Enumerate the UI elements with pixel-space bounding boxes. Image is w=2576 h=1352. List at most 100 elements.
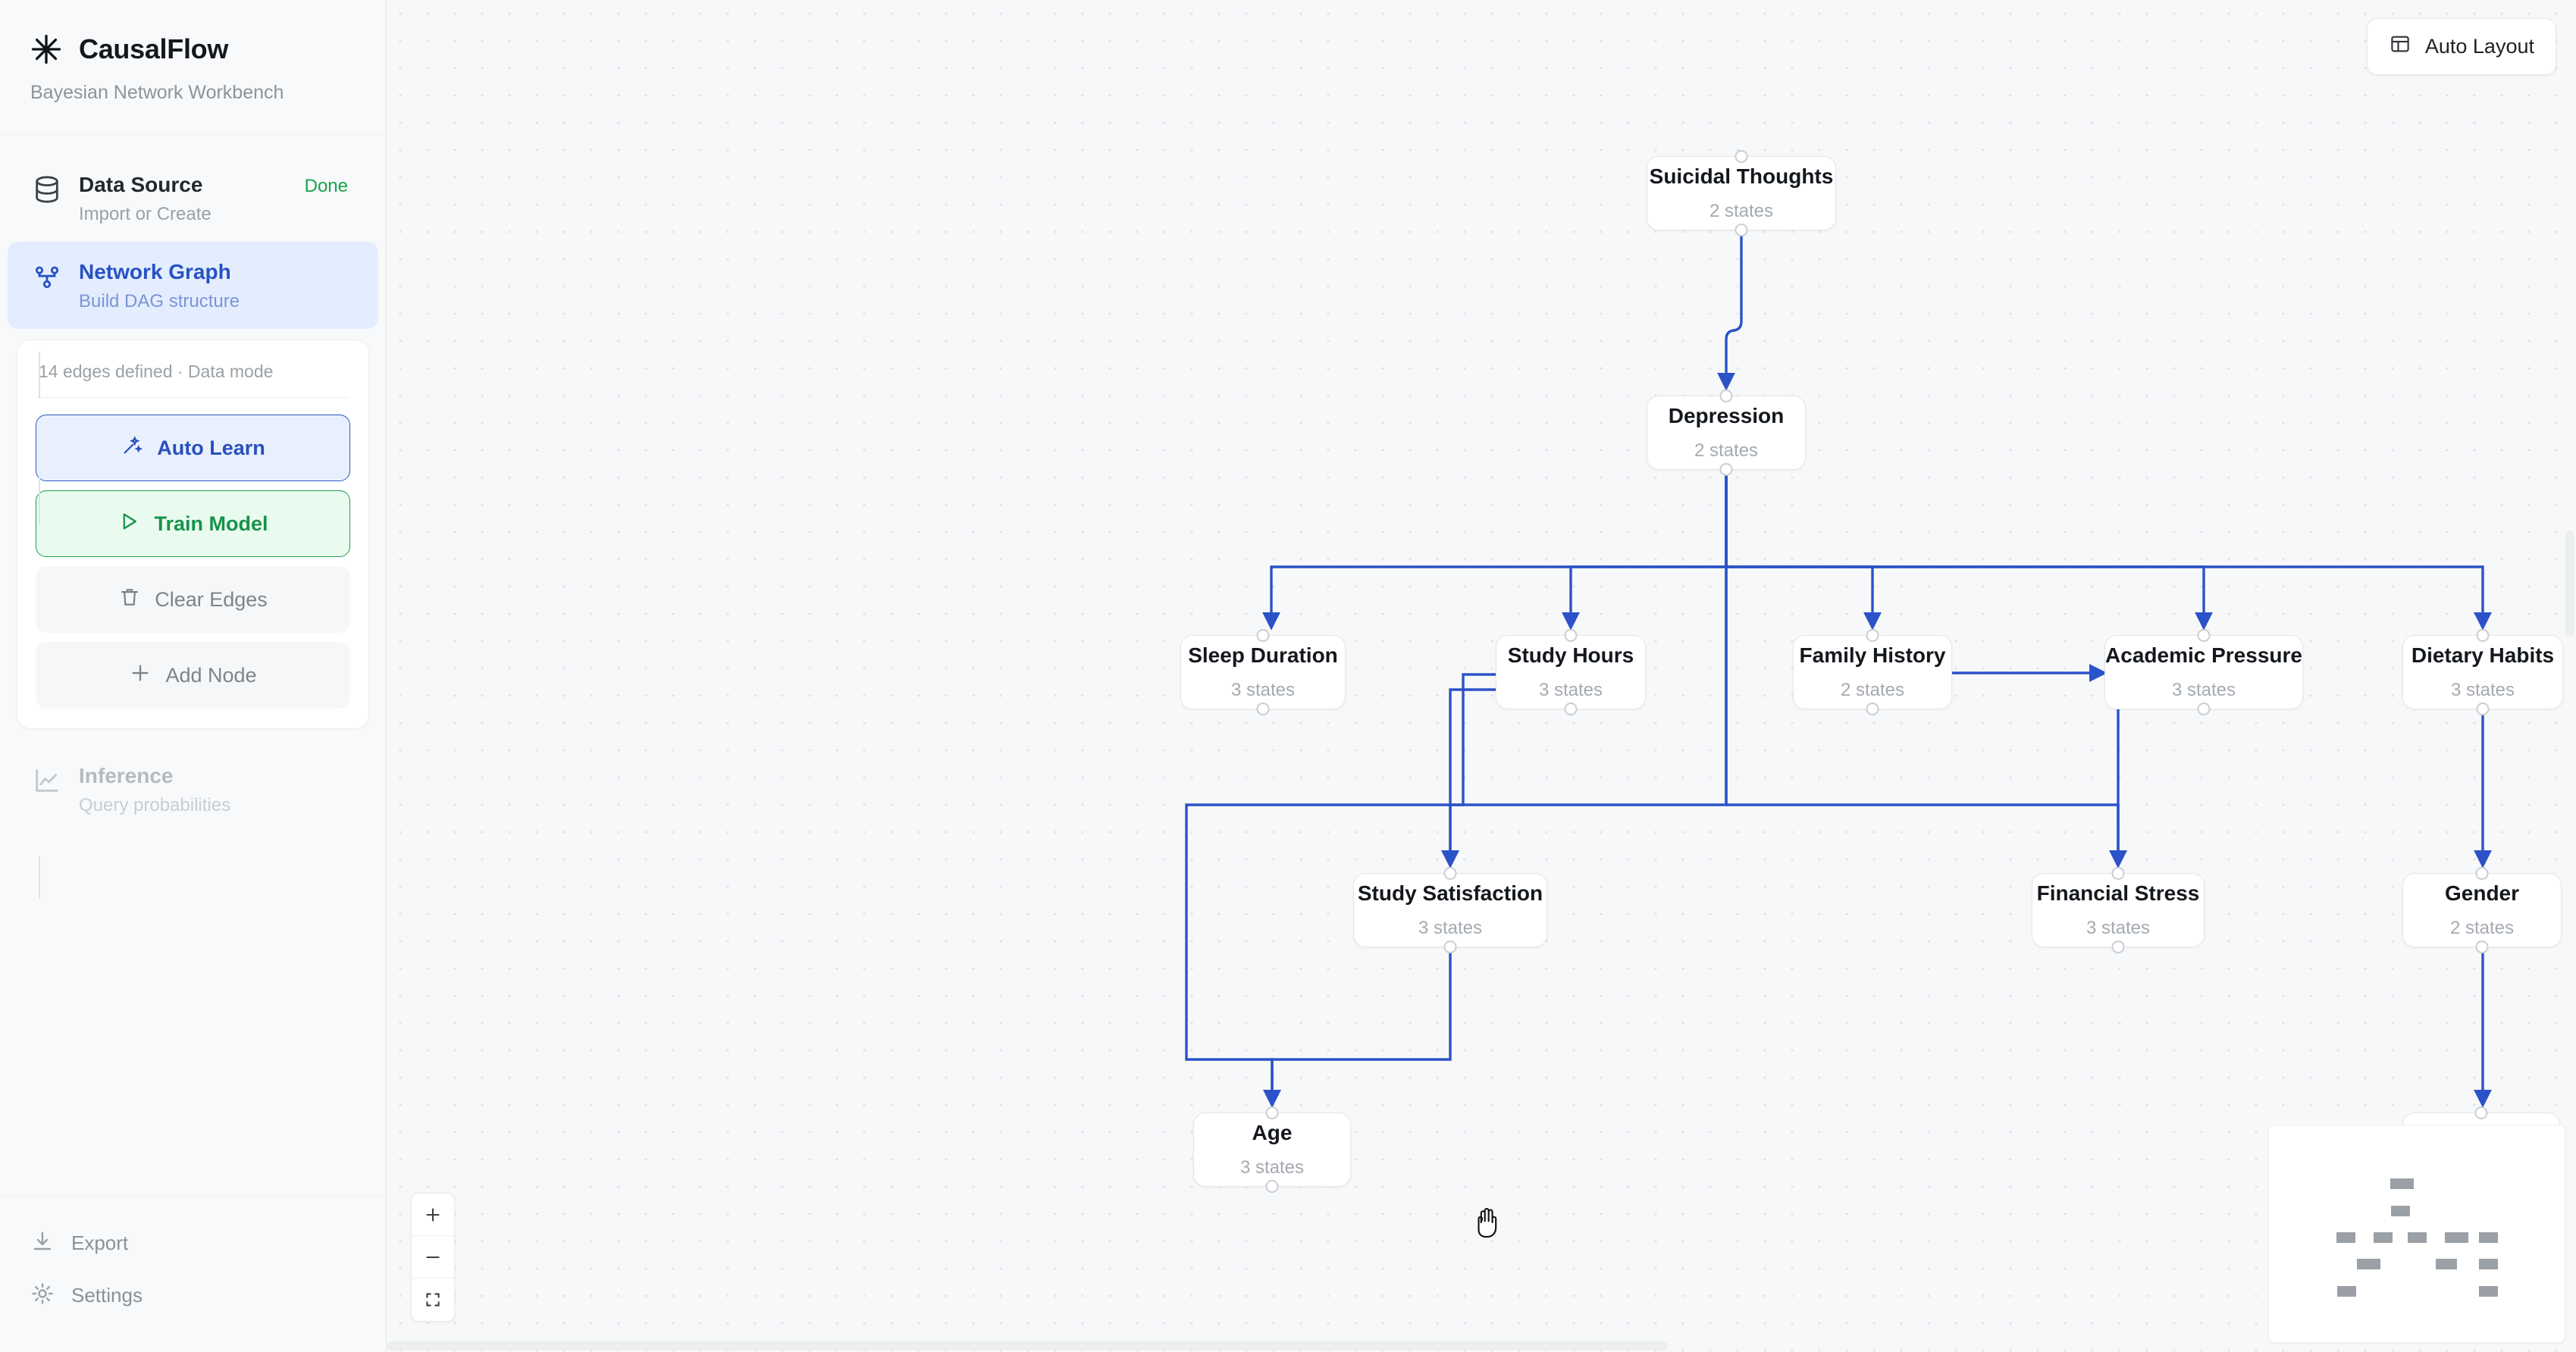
button-label: Add Node [165, 663, 257, 687]
graph-node-suicidal-thoughts[interactable]: Suicidal Thoughts 2 states [1647, 150, 1836, 236]
node-handle-bottom[interactable] [1564, 703, 1578, 715]
settings-button[interactable]: Settings [30, 1269, 356, 1322]
node-states: 2 states [1840, 680, 1905, 700]
node-label: Dietary Habits [2411, 643, 2555, 667]
node-handle-top[interactable] [1443, 867, 1457, 880]
button-label: Clear Edges [155, 587, 268, 611]
clear-edges-button[interactable]: Clear Edges [36, 566, 350, 633]
brand-name: CausalFlow [79, 33, 229, 64]
step-subtitle: Build DAG structure [79, 291, 240, 311]
database-icon [32, 174, 62, 205]
edge-count-status: 14 edges defined · Data mode [39, 361, 274, 381]
status-badge: Done [304, 176, 348, 196]
line-chart-icon [32, 765, 62, 796]
auto-learn-button[interactable]: Auto Learn [36, 415, 350, 481]
node-handle-bottom[interactable] [2197, 703, 2211, 715]
step-title: Data Source [79, 173, 203, 196]
button-label: Auto Learn [157, 436, 265, 459]
plus-icon [426, 1207, 440, 1222]
node-handle-bottom[interactable] [1256, 703, 1270, 715]
node-handle-bottom[interactable] [1719, 463, 1733, 476]
node-handle-top[interactable] [1719, 390, 1733, 402]
graph-node-academic-pressure[interactable]: Academic Pressure 3 states [2104, 629, 2303, 715]
minimap-node [2390, 1178, 2414, 1189]
step-title: Inference [79, 764, 174, 787]
sidebar-item-data-source[interactable]: Data Source Import or Create Done [8, 155, 378, 242]
step-connector-rail [39, 856, 40, 899]
node-handle-top[interactable] [1256, 629, 1270, 642]
node-handle-top[interactable] [2476, 629, 2490, 642]
node-label: Sleep Duration [1188, 643, 1338, 667]
node-states: 3 states [2171, 680, 2236, 700]
node-states: 3 states [1239, 1157, 1305, 1178]
sidebar-item-inference[interactable]: Inference Query probabilities [8, 746, 378, 833]
footer-label: Settings [71, 1284, 143, 1307]
node-handle-top[interactable] [1735, 150, 1748, 163]
node-label: Gender [2444, 881, 2520, 905]
node-states: 3 states [1230, 680, 1296, 700]
graph-edges [1185, 230, 2492, 1108]
node-handle-top[interactable] [1866, 629, 1879, 642]
button-label: Train Model [154, 512, 268, 535]
add-node-button[interactable]: Add Node [36, 642, 350, 709]
node-states: 3 states [2086, 918, 2151, 938]
workflow-steps: Data Source Import or Create Done Networ… [0, 135, 386, 899]
sidebar-footer: Export Settings [0, 1195, 386, 1352]
minimap-node [2337, 1286, 2356, 1297]
graph-node-age[interactable]: Age 3 states [1193, 1106, 1351, 1193]
node-handle-top[interactable] [2111, 867, 2125, 880]
sun-gear-icon [30, 1282, 55, 1310]
node-handle-bottom[interactable] [2476, 703, 2490, 715]
auto-layout-button[interactable]: Auto Layout [2366, 18, 2556, 75]
node-handle-top[interactable] [1564, 629, 1578, 642]
graph-node-depression[interactable]: Depression 2 states [1647, 390, 1806, 476]
graph-nodes-icon [32, 261, 62, 292]
node-handle-bottom[interactable] [2111, 940, 2125, 953]
node-handle-bottom[interactable] [1265, 1180, 1279, 1193]
minimap-node [2479, 1232, 2498, 1243]
graph-canvas[interactable]: Auto Layout [387, 0, 2576, 1352]
horizontal-scrollbar[interactable] [387, 1341, 1668, 1350]
node-label: Depression [1668, 404, 1785, 427]
graph-node-study-hours[interactable]: Study Hours 3 states [1496, 629, 1646, 715]
footer-label: Export [71, 1232, 129, 1254]
node-handle-top[interactable] [2474, 1106, 2488, 1119]
node-handle-top[interactable] [2197, 629, 2211, 642]
node-handle-bottom[interactable] [1866, 703, 1879, 715]
minimap-node [2336, 1232, 2355, 1243]
fit-view-button[interactable] [412, 1278, 454, 1321]
minus-icon [426, 1256, 440, 1258]
minimap-node [2479, 1286, 2498, 1297]
graph-node-sleep-duration[interactable]: Sleep Duration 3 states [1180, 629, 1346, 715]
minimap[interactable] [2268, 1125, 2565, 1343]
trash-icon [118, 586, 141, 614]
node-handle-bottom[interactable] [1443, 940, 1457, 953]
graph-node-dietary-habits[interactable]: Dietary Habits 3 states [2402, 629, 2563, 715]
node-label: Age [1252, 1121, 1293, 1144]
play-triangle-icon [118, 510, 140, 538]
step-title: Network Graph [79, 260, 231, 283]
minimap-node [2374, 1232, 2393, 1243]
node-handle-top[interactable] [2475, 867, 2489, 880]
graph-node-family-history[interactable]: Family History 2 states [1793, 629, 1952, 715]
graph-node-gender[interactable]: Gender 2 states [2402, 867, 2562, 953]
export-button[interactable]: Export [30, 1217, 356, 1269]
vertical-scrollbar[interactable] [2565, 530, 2574, 637]
graph-node-study-satisfaction[interactable]: Study Satisfaction 3 states [1353, 867, 1547, 953]
zoom-in-button[interactable] [412, 1194, 454, 1236]
node-states: 2 states [2449, 918, 2515, 938]
magic-wand-icon [121, 434, 143, 462]
node-handle-bottom[interactable] [1735, 224, 1748, 236]
node-handle-bottom[interactable] [2475, 940, 2489, 953]
node-label: Study Satisfaction [1357, 881, 1543, 905]
train-model-button[interactable]: Train Model [36, 490, 350, 557]
fit-view-icon [426, 1293, 440, 1307]
auto-layout-label: Auto Layout [2424, 35, 2534, 58]
node-handle-top[interactable] [1265, 1106, 1279, 1119]
minimap-node [2479, 1259, 2498, 1269]
zoom-out-button[interactable] [412, 1236, 454, 1278]
sidebar-item-network-graph[interactable]: Network Graph Build DAG structure [8, 242, 378, 329]
step-subtitle: Query probabilities [79, 795, 231, 815]
graph-node-financial-stress[interactable]: Financial Stress 3 states [2032, 867, 2205, 953]
